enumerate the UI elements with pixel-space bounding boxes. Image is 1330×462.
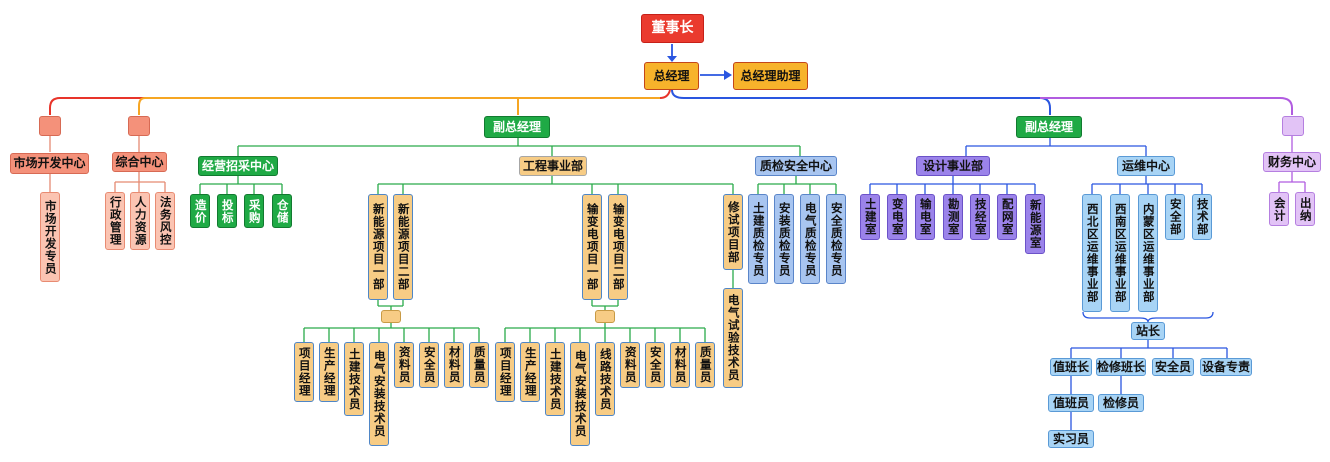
design-dept-node: 设计事业部 <box>916 156 990 176</box>
quality-member-node: 土建质检专员 <box>748 194 768 284</box>
bidding-member-node: 投标 <box>217 194 237 228</box>
general-member-node: 人力资源 <box>130 192 150 250</box>
power-staff-node: 安全员 <box>645 342 665 388</box>
station-chief-node: 站长 <box>1131 322 1165 340</box>
station-staff-node: 设备专责 <box>1200 358 1252 376</box>
general-center-node: 综合中心 <box>112 152 167 172</box>
new-energy-staff-node: 电气安装技术员 <box>369 342 389 446</box>
repair-dept-node: 修试项目部 <box>723 194 743 270</box>
general-member-node: 行政管理 <box>105 192 125 250</box>
power-staff-node: 项目经理 <box>495 342 515 402</box>
intern-node: 实习员 <box>1048 430 1094 448</box>
market-hub-node <box>39 116 61 136</box>
power-dept-node: 输变电项目二部 <box>608 194 628 300</box>
power-dept-node: 输变电项目一部 <box>582 194 602 300</box>
bidding-member-node: 仓储 <box>272 194 292 228</box>
ops-member-node: 西北区运维事业部 <box>1082 194 1102 312</box>
power-staff-node: 电气安装技术员 <box>570 342 590 446</box>
new-energy-staff-node: 项目经理 <box>294 342 314 402</box>
new-energy-hub-node <box>381 310 401 323</box>
vp-right-node: 副总经理 <box>1016 116 1082 138</box>
station-staff-node: 检修班长 <box>1096 358 1146 376</box>
new-energy-staff-node: 生产经理 <box>319 342 339 402</box>
new-energy-dept-node: 新能源项目一部 <box>368 194 388 300</box>
new-energy-staff-node: 土建技术员 <box>344 342 364 416</box>
station-staff-node: 安全员 <box>1152 358 1194 376</box>
quality-center-node: 质检安全中心 <box>755 156 837 176</box>
power-staff-node: 材料员 <box>670 342 690 388</box>
ops-member-node: 技术部 <box>1192 194 1212 240</box>
general-member-node: 法务风控 <box>155 192 175 250</box>
design-room-node: 配网室 <box>997 194 1017 240</box>
shift-staff-node: 值班员 <box>1048 394 1094 412</box>
general-hub-node <box>128 116 150 136</box>
finance-center-node: 财务中心 <box>1263 152 1321 172</box>
ops-member-node: 内蒙区运维事业部 <box>1138 194 1158 312</box>
new-energy-dept-node: 新能源项目二部 <box>393 194 413 300</box>
new-energy-staff-node: 质量员 <box>469 342 489 388</box>
repair-staff-node: 检修员 <box>1098 394 1144 412</box>
new-energy-staff-node: 材料员 <box>444 342 464 388</box>
ops-member-node: 西南区运维事业部 <box>1110 194 1130 312</box>
bidding-member-node: 造价 <box>190 194 210 228</box>
gm-node: 总经理 <box>644 62 699 90</box>
design-room-node: 技经室 <box>970 194 990 240</box>
design-room-node: 变电室 <box>887 194 907 240</box>
power-staff-node: 资料员 <box>620 342 640 388</box>
bidding-member-node: 采购 <box>244 194 264 228</box>
design-room-node: 新能源室 <box>1025 194 1045 254</box>
market-center-node: 市场开发中心 <box>10 153 89 174</box>
chairman-node: 董事长 <box>641 14 704 43</box>
design-room-node: 输电室 <box>915 194 935 240</box>
design-room-node: 土建室 <box>860 194 880 240</box>
power-staff-node: 质量员 <box>695 342 715 388</box>
new-energy-staff-node: 安全员 <box>419 342 439 388</box>
ops-center-node: 运维中心 <box>1117 156 1175 176</box>
engineering-dept-node: 工程事业部 <box>519 156 587 176</box>
market-member-node: 市场开发专员 <box>40 192 60 282</box>
quality-member-node: 电气质检专员 <box>800 194 820 284</box>
gm-assistant-node: 总经理助理 <box>733 62 808 90</box>
finance-member-node: 出纳 <box>1295 192 1315 226</box>
ops-member-node: 安全部 <box>1165 194 1185 240</box>
station-staff-node: 值班长 <box>1050 358 1092 376</box>
quality-member-node: 安装质检专员 <box>774 194 794 284</box>
power-staff-node: 生产经理 <box>520 342 540 402</box>
vp-left-node: 副总经理 <box>484 116 550 138</box>
finance-member-node: 会计 <box>1269 192 1289 226</box>
design-room-node: 勘测室 <box>943 194 963 240</box>
repair-staff-node: 电气试验技术员 <box>723 288 743 388</box>
finance-hub-node <box>1282 116 1304 136</box>
new-energy-staff-node: 资料员 <box>394 342 414 388</box>
quality-member-node: 安全质检专员 <box>826 194 846 284</box>
power-staff-node: 土建技术员 <box>545 342 565 416</box>
bidding-center-node: 经营招采中心 <box>198 156 278 176</box>
power-hub-node <box>595 310 615 323</box>
power-staff-node: 线路技术员 <box>595 342 615 416</box>
